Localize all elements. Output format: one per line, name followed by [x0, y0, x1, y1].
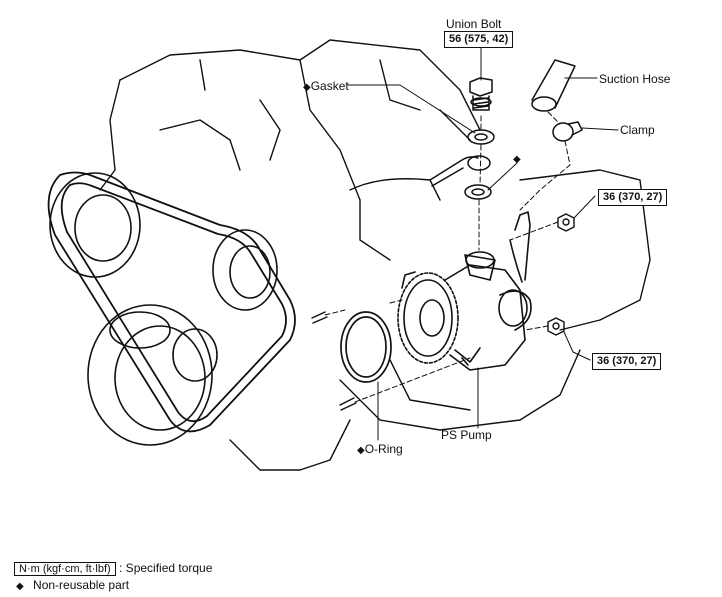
gaskets [464, 129, 495, 200]
non-reusable-desc: Non-reusable part [33, 578, 130, 592]
legend-torque: N·m (kgf·cm, ft·lbf) : Specified torque [14, 560, 212, 577]
suction-hose [531, 59, 576, 112]
gasket-text: Gasket [310, 79, 349, 93]
gasket-non-reusable-marker-icon: ◆ [513, 154, 521, 165]
union-bolt-torque-box: 56 (575, 42) [444, 31, 514, 48]
drive-belt [47, 171, 296, 433]
pulleys [49, 172, 278, 446]
o-ring-text: O-Ring [364, 442, 403, 456]
torque-unit-box: N·m (kgf·cm, ft·lbf) [14, 562, 116, 576]
union-bolt-label: Union Bolt [446, 17, 502, 31]
non-reusable-marker-icon: ◆ [303, 82, 311, 93]
non-reusable-legend-icon: ◆ [16, 581, 24, 592]
o-ring [340, 311, 392, 383]
clamp [552, 121, 583, 142]
torque-box-upper: 36 (370, 27) [598, 189, 668, 206]
clamp-label: Clamp [620, 123, 655, 137]
o-ring-label: ◆O-Ring [357, 442, 403, 458]
ps-pump [397, 211, 532, 371]
legend-nonreusable: ◆ Non-reusable part [16, 577, 129, 595]
gasket-label: ◆Gasket [303, 79, 349, 95]
studs [311, 311, 357, 411]
torque-box-lower: 36 (370, 27) [592, 353, 662, 370]
leader-lines [347, 47, 619, 441]
suction-hose-label: Suction Hose [599, 72, 671, 86]
non-reusable-marker-icon: ◆ [357, 445, 365, 456]
nuts [547, 213, 575, 336]
torque-desc: : Specified torque [119, 561, 213, 575]
ps-pump-label: PS Pump [441, 428, 492, 442]
assembly-lines [324, 111, 571, 403]
union-bolt [469, 77, 493, 111]
engine-block [99, 39, 651, 471]
pressure-hose-fitting [429, 155, 491, 187]
